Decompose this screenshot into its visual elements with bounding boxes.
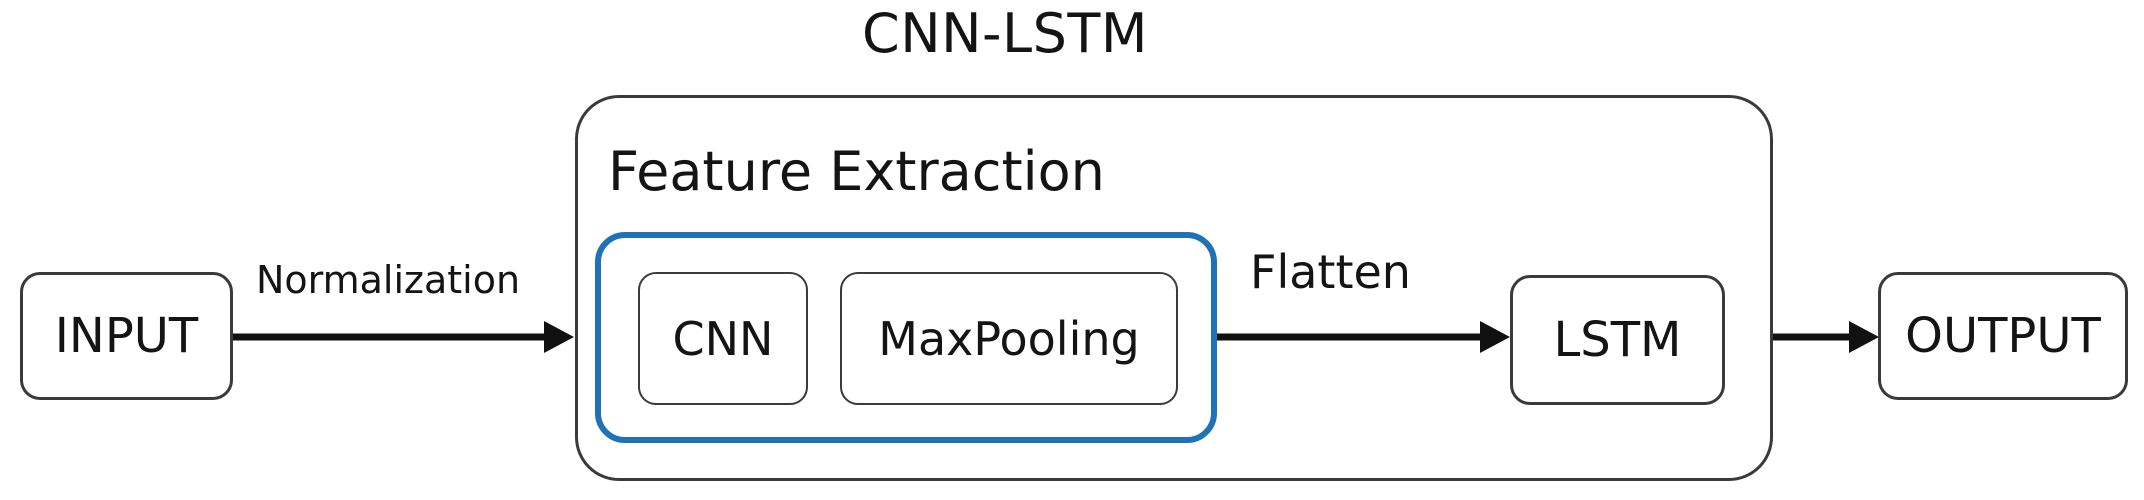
feature-extraction-group: [595, 232, 1217, 443]
node-maxpooling[interactable]: MaxPooling: [840, 272, 1178, 405]
cnn-lstm-container: [575, 95, 1773, 481]
node-input[interactable]: INPUT: [20, 272, 233, 400]
arrow-feature-extraction-to-lstm: [1217, 321, 1510, 353]
diagram-title: CNN-LSTM: [862, 2, 1148, 65]
node-cnn[interactable]: CNN: [638, 272, 808, 405]
edge-label-normalization: Normalization: [256, 258, 521, 302]
feature-extraction-label: Feature Extraction: [608, 140, 1105, 203]
node-lstm[interactable]: LSTM: [1510, 275, 1725, 405]
node-output[interactable]: OUTPUT: [1878, 272, 2128, 400]
arrow-lstm-to-output: [1773, 321, 1879, 353]
edge-label-flatten: Flatten: [1250, 245, 1411, 299]
arrow-input-to-feature-extraction: [233, 321, 574, 353]
